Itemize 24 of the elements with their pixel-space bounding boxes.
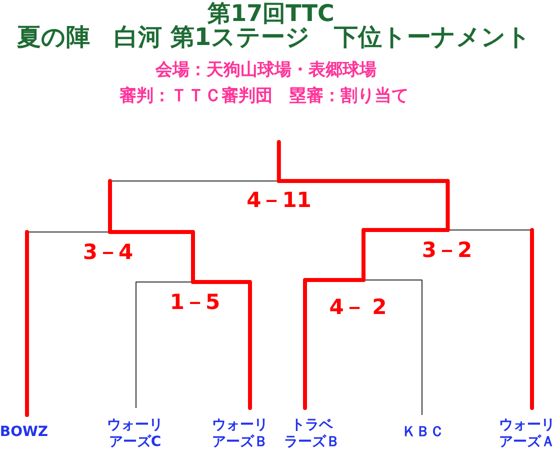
- match-score: 1－5: [170, 282, 220, 312]
- bracket-line: [136, 282, 194, 408]
- bracket-line: [108, 230, 195, 284]
- info-note: 会場：天狗山球場・表郷球場: [156, 61, 376, 79]
- team-name: BOWZ: [0, 424, 48, 441]
- subtitle: 夏の陣 白河 第1ステージ 下位トーナメント: [16, 25, 532, 49]
- match-score: 4－11: [246, 181, 312, 210]
- bracket-line: [363, 280, 422, 416]
- team-name: ウォーリアーズC: [105, 417, 165, 451]
- title: 第17回TTC: [208, 2, 334, 26]
- bracket-line: [25, 230, 29, 417]
- bracket-line: [530, 228, 534, 410]
- bracket-line: [276, 140, 281, 183]
- team-name: ウォーリアーズＡ: [497, 417, 557, 451]
- match-score: 3－2: [422, 230, 472, 260]
- team-name: ウォーリアーズＢ: [210, 417, 270, 451]
- info-note: 審判：ＴＴＣ審判団 塁審：割り当て: [120, 87, 408, 105]
- team-name: トラベラーズＢ: [282, 417, 342, 451]
- bracket-line: [191, 280, 252, 410]
- match-score: 3－4: [82, 232, 134, 262]
- bracket-line: [108, 179, 112, 234]
- team-name: ＫＢＣ: [402, 424, 444, 441]
- match-score: 4－ 2: [329, 280, 387, 318]
- bracket-line: [303, 278, 366, 410]
